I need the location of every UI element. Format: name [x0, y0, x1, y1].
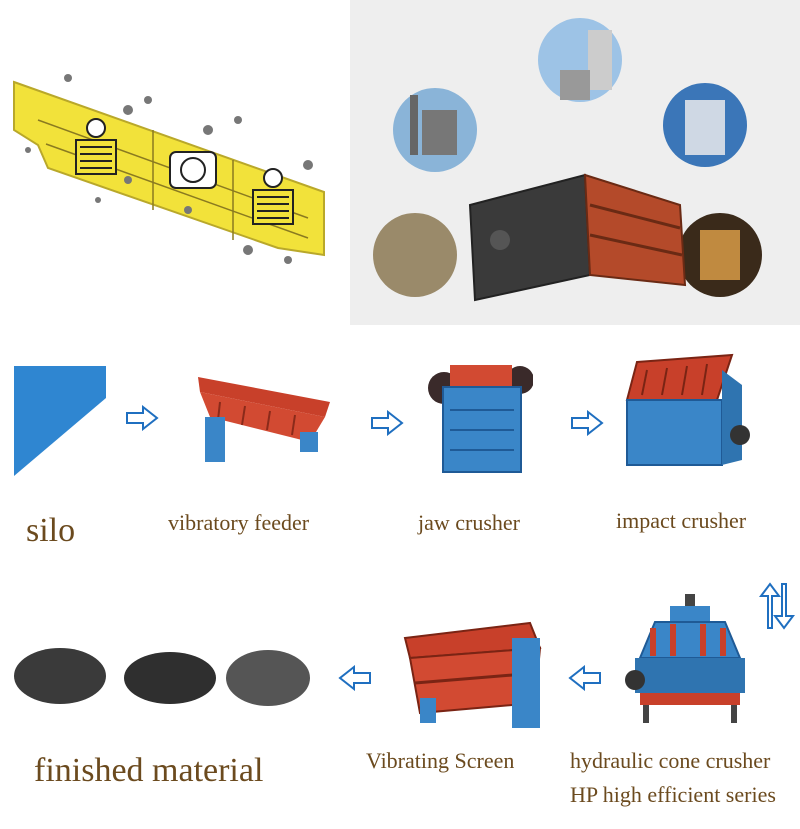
label-vibrating-screen: Vibrating Screen	[366, 748, 515, 773]
flow-arrow-left-1	[338, 665, 372, 691]
label-finished-material: finished material	[34, 752, 264, 789]
label-hydraulic-cone-crusher: hydraulic cone crusher	[570, 748, 771, 773]
screen-drawing-illustration	[8, 60, 338, 270]
application-photo-panel	[350, 0, 800, 325]
flow-arrow-right-1	[125, 405, 159, 431]
vibrating-screen-illustration	[400, 618, 550, 728]
vibratory-feeder-illustration	[190, 372, 340, 467]
finished-material-piles	[10, 638, 310, 708]
cone-crusher-illustration	[625, 588, 765, 728]
impact-crusher-illustration	[622, 350, 752, 480]
label-impact-crusher: impact crusher	[616, 508, 747, 533]
flow-arrow-up-down	[758, 582, 796, 630]
label-silo: silo	[26, 512, 76, 549]
silo-illustration	[14, 366, 106, 476]
flow-arrow-right-2	[370, 410, 404, 436]
label-hp-series: HP high efficient series	[570, 782, 776, 807]
label-vibratory-feeder: vibratory feeder	[168, 510, 310, 535]
flow-arrow-right-3	[570, 410, 604, 436]
label-jaw-crusher: jaw crusher	[418, 510, 521, 535]
flow-arrow-left-2	[568, 665, 602, 691]
jaw-crusher-illustration	[428, 350, 533, 480]
